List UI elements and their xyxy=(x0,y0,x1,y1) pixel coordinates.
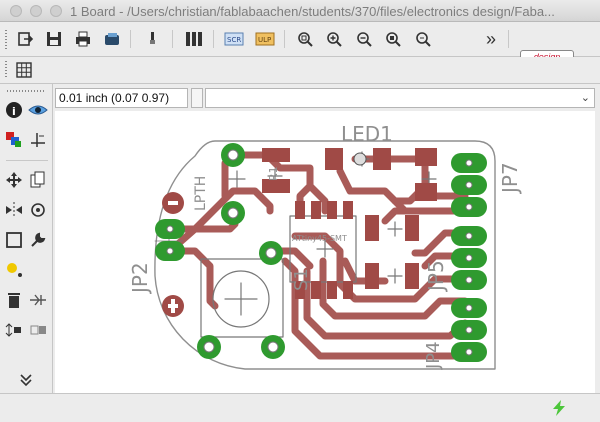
lightning-icon[interactable] xyxy=(550,399,568,422)
zoom-previous-icon[interactable] xyxy=(412,28,434,50)
command-line-input[interactable]: ⌄ xyxy=(205,88,595,108)
grid-toolbar xyxy=(0,57,600,84)
script-icon[interactable]: SCR xyxy=(223,28,245,50)
group-icon[interactable] xyxy=(4,230,24,250)
label-jp7: JP7 xyxy=(498,162,522,195)
svg-text:SCR: SCR xyxy=(227,36,241,44)
board-canvas[interactable]: LED1 JP7 JP2 JP5 S1 ATtiny45-SMT LPTH R1… xyxy=(55,111,595,393)
change-icon[interactable] xyxy=(28,230,48,250)
window-title: 1 Board - /Users/christian/fablabaachen/… xyxy=(70,4,555,19)
label-led1: LED1 xyxy=(341,122,393,146)
toolbar-overflow-button[interactable]: » xyxy=(485,28,496,49)
svg-text:ULP: ULP xyxy=(258,36,271,44)
add-icon[interactable] xyxy=(4,320,24,340)
ulp-icon[interactable]: ULP xyxy=(254,28,276,50)
label-r1: R1 xyxy=(267,166,280,181)
toolbar-grip[interactable] xyxy=(5,61,7,79)
open-icon[interactable] xyxy=(14,28,36,50)
status-bar xyxy=(0,393,600,422)
command-history-toggle[interactable] xyxy=(191,88,203,108)
label-jp5: JP5 xyxy=(424,260,448,293)
label-jp4: JP4 xyxy=(423,341,444,370)
cam-processor-icon[interactable] xyxy=(101,28,123,50)
silkscreen xyxy=(154,151,437,338)
chevron-down-icon[interactable]: ⌄ xyxy=(580,92,590,104)
command-toolbar: i xyxy=(0,84,53,393)
minimize-window-button[interactable] xyxy=(30,5,42,17)
board-outline xyxy=(154,140,496,370)
label-s1: S1 xyxy=(291,268,312,291)
zoom-fit-icon[interactable] xyxy=(294,28,316,50)
toolbar-grip[interactable] xyxy=(7,90,45,92)
delete-icon[interactable] xyxy=(4,290,24,310)
main-toolbar: SCR ULP » design link xyxy=(0,22,600,74)
toolbar-grip[interactable] xyxy=(5,30,7,50)
copy-icon[interactable] xyxy=(28,170,48,190)
mirror-icon[interactable] xyxy=(4,200,24,220)
svg-text:i: i xyxy=(12,105,16,118)
library-icon[interactable] xyxy=(183,28,205,50)
zoom-select-icon[interactable] xyxy=(382,28,404,50)
replace-icon[interactable] xyxy=(28,320,48,340)
zoom-window-button[interactable] xyxy=(50,5,62,17)
zoom-in-icon[interactable] xyxy=(323,28,345,50)
paint-icon[interactable] xyxy=(4,260,24,280)
save-icon[interactable] xyxy=(43,28,65,50)
mark-icon[interactable] xyxy=(28,130,48,150)
label-jp2: JP2 xyxy=(128,262,152,295)
split-icon[interactable] xyxy=(28,290,48,310)
label-lpth: LPTH xyxy=(193,176,209,211)
rotate-icon[interactable] xyxy=(28,200,48,220)
more-tools-icon[interactable] xyxy=(16,370,36,390)
title-bar: 1 Board - /Users/christian/fablabaachen/… xyxy=(0,0,600,22)
through-hole-pads xyxy=(155,143,487,362)
print-icon[interactable] xyxy=(72,28,94,50)
board-drawing[interactable]: LED1 JP7 JP2 JP5 S1 ATtiny45-SMT LPTH R1… xyxy=(55,111,595,393)
info-icon[interactable]: i xyxy=(4,100,24,120)
label-ic1: ATtiny45-SMT xyxy=(292,234,347,243)
board-layout-icon[interactable] xyxy=(141,28,163,50)
grid-icon[interactable] xyxy=(13,59,35,81)
close-window-button[interactable] xyxy=(10,5,22,17)
move-icon[interactable] xyxy=(4,170,24,190)
smd-pads xyxy=(262,148,437,299)
show-icon[interactable] xyxy=(28,100,48,120)
display-layers-icon[interactable] xyxy=(4,130,24,150)
zoom-out-icon[interactable] xyxy=(353,28,375,50)
coordinate-readout: 0.01 inch (0.07 0.97) xyxy=(55,88,188,108)
